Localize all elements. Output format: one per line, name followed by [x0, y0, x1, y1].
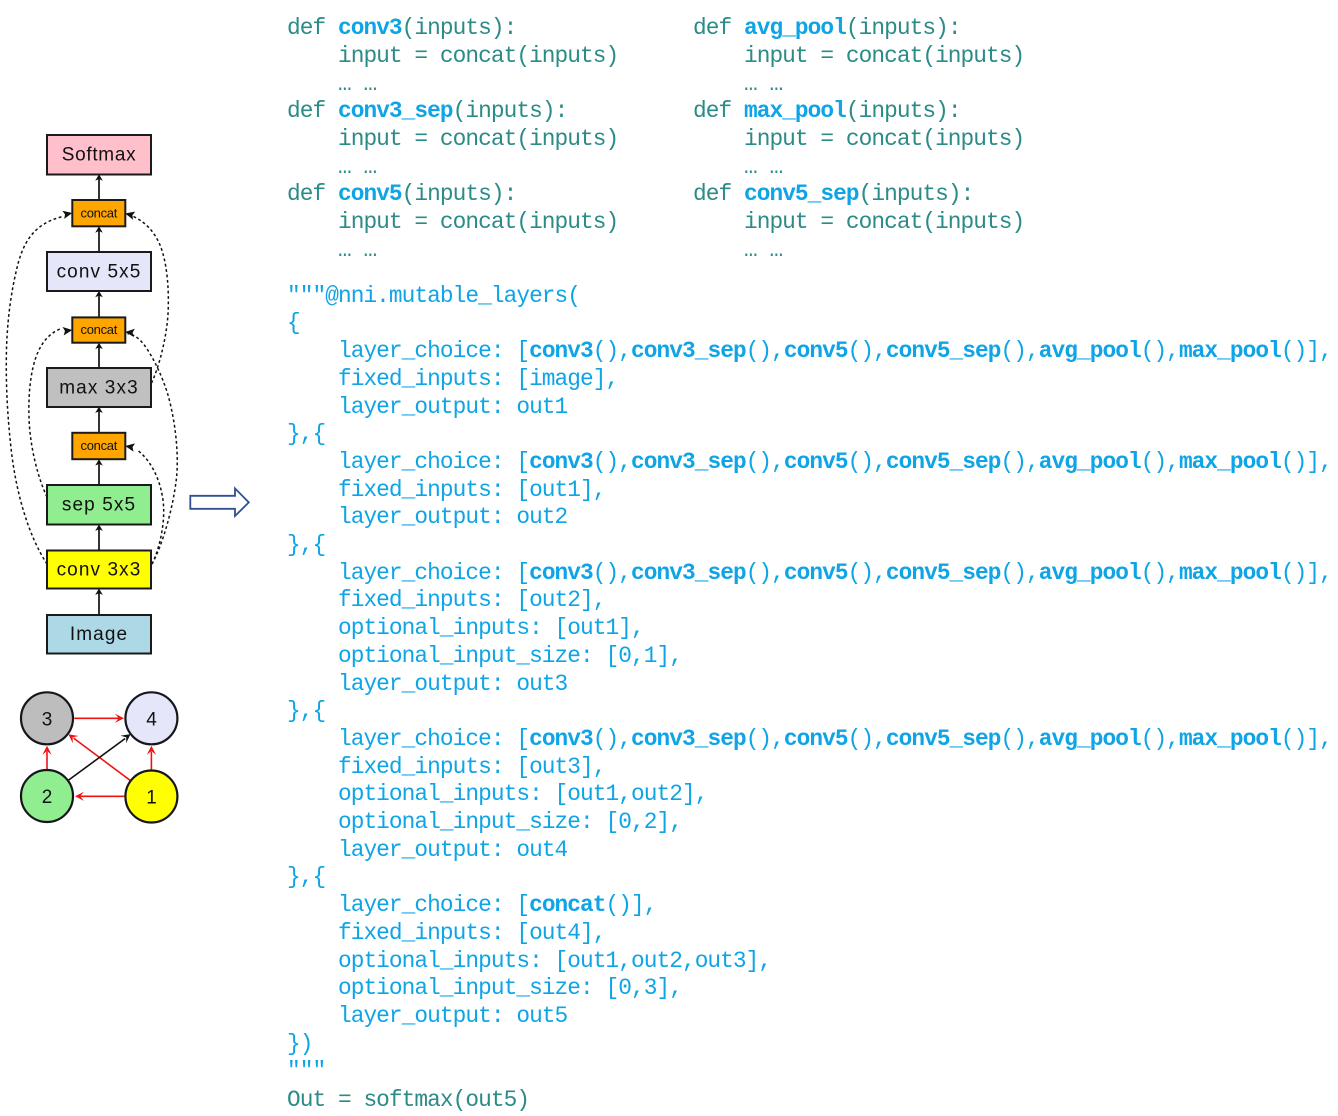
svg-text:concat: concat — [81, 322, 118, 337]
svg-text:2: 2 — [42, 787, 53, 808]
svg-text:conv 5x5: conv 5x5 — [57, 261, 142, 282]
svg-text:Image: Image — [70, 624, 128, 645]
svg-text:conv 3x3: conv 3x3 — [57, 559, 142, 580]
svg-text:max 3x3: max 3x3 — [59, 377, 139, 398]
svg-text:3: 3 — [42, 709, 53, 730]
svg-text:4: 4 — [146, 709, 157, 730]
svg-text:concat: concat — [81, 438, 118, 453]
svg-text:1: 1 — [146, 788, 157, 809]
svg-text:concat: concat — [81, 205, 118, 220]
svg-text:Softmax: Softmax — [62, 145, 137, 166]
svg-text:sep 5x5: sep 5x5 — [62, 495, 136, 516]
